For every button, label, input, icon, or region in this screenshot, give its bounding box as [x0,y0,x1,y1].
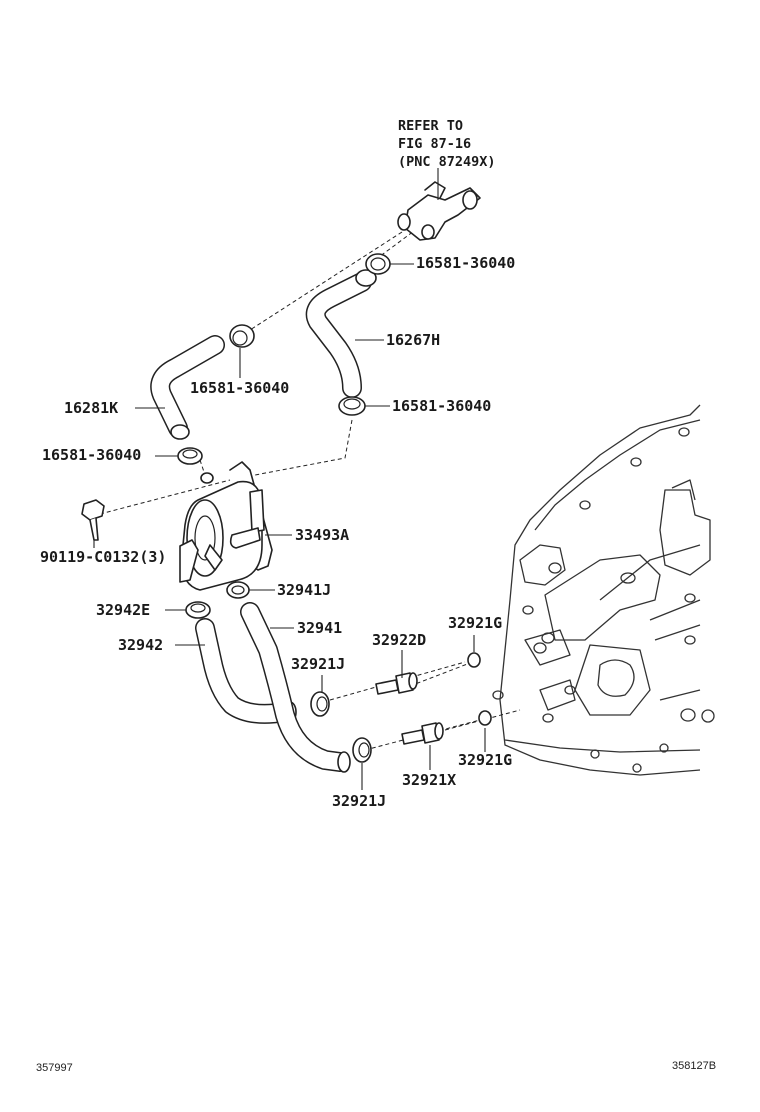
label-oring-lower: 32921G [458,751,513,769]
label-clip-32941j: 32941J [277,581,332,599]
label-hose-32942: 32942 [118,636,164,654]
label-oring-upper: 32921G [448,614,503,632]
oring-32921g-lower [478,710,492,726]
hose-32941 [240,602,351,773]
oring-32921g-upper [467,652,481,668]
footer-left-code: 357997 [36,1062,73,1074]
clip-32942e [185,601,211,619]
label-clip-left: 16581-36040 [42,446,142,464]
clip-16581-mid-left [229,324,255,348]
clip-16581-top-right [365,253,391,275]
bolt-90119 [81,499,105,541]
label-fitting-32921x: 32921X [402,771,457,789]
label-clip-mid-left: 16581-36040 [190,379,290,397]
fitting-32922d [375,672,418,695]
label-clip-32942e: 32942E [96,601,151,619]
label-clip-32921j-lower: 32921J [332,792,387,810]
reference-line-2: FIG 87-16 [398,136,472,152]
transmission-housing [492,404,715,776]
label-bolt: 90119-C0132(3) [40,548,167,566]
label-clip-mid-right: 16581-36040 [392,397,492,415]
hose-16267h [305,269,377,398]
oil-cooler-33493a [179,461,273,591]
reference-line-1: REFER TO [398,118,464,134]
clip-32941j [226,581,250,599]
label-clip-32921j-upper: 32921J [291,655,346,673]
leader-lines [93,168,486,790]
clip-32921j-lower [352,737,372,763]
hose-16281k [150,335,225,440]
label-cooler: 33493A [295,526,350,544]
clip-32921j-upper [310,691,330,717]
clip-16581-left [177,447,203,465]
fitting-32921x [401,722,444,745]
label-hose-16267h: 16267H [386,331,441,349]
label-fitting-32922d: 32922D [372,631,427,649]
clip-16581-mid-right [338,396,366,416]
footer-right-code: 358127B [672,1060,717,1072]
label-hose-32941: 32941 [297,619,343,637]
water-pipe-reference [397,181,481,241]
label-clip-top-right: 16581-36040 [416,254,516,272]
reference-line-3: (PNC 87249X) [398,154,496,170]
label-hose-16281k: 16281K [64,399,119,417]
